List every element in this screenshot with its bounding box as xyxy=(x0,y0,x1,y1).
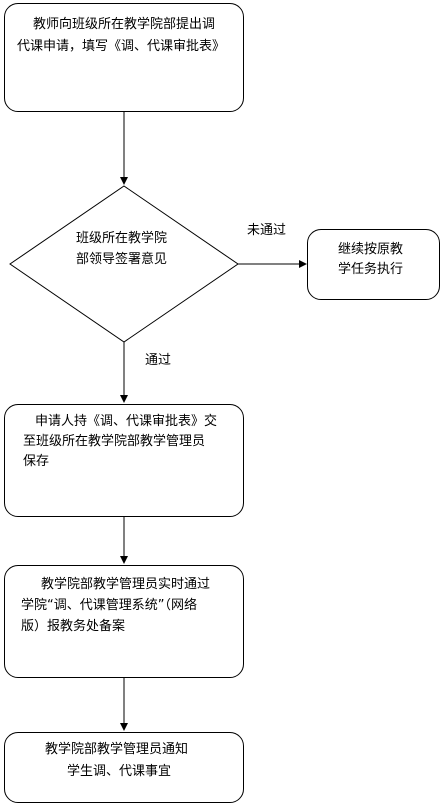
step3-box: 教学院部教学管理员实时通过 学院“调、代课管理系统”（网络 版）报教务处备案 xyxy=(4,565,244,678)
step2-line2: 至班级所在教学院部教学管理员 xyxy=(23,434,206,449)
step2-line1: 申请人持《调、代课审批表》交 xyxy=(35,414,218,429)
step4-line1: 教学院部教学管理员通知 xyxy=(45,742,189,757)
step3-line1: 教学院部教学管理员实时通过 xyxy=(41,577,211,592)
reject-label: 未通过 xyxy=(247,223,287,238)
step1-box: 教师向班级所在教学院部提出调 代课申请，填写《调、代课审批表》 xyxy=(4,3,244,112)
decision-line1: 班级所在教学院 xyxy=(76,231,168,246)
step4-box: 教学院部教学管理员通知 学生调、代课事宜 xyxy=(4,732,244,803)
step3-line3: 版）报教务处备案 xyxy=(21,619,126,634)
step2-line3: 保存 xyxy=(23,454,50,469)
step3-line2: 学院“调、代课管理系统”（网络 xyxy=(21,598,197,613)
reject-box-line1: 继续按原教 xyxy=(338,242,404,257)
step1-line1: 教师向班级所在教学院部提出调 xyxy=(33,17,216,32)
pass-label: 通过 xyxy=(145,353,172,368)
decision-line2: 部领导签署意见 xyxy=(76,252,168,267)
step1-line2: 代课申请，填写《调、代课审批表》 xyxy=(17,39,226,54)
step4-line2: 学生调、代课事宜 xyxy=(67,764,172,779)
step2-box: 申请人持《调、代课审批表》交 至班级所在教学院部教学管理员 保存 xyxy=(4,404,244,517)
reject-box-line2: 学任务执行 xyxy=(338,262,404,277)
reject-box: 继续按原教 学任务执行 xyxy=(307,229,440,300)
